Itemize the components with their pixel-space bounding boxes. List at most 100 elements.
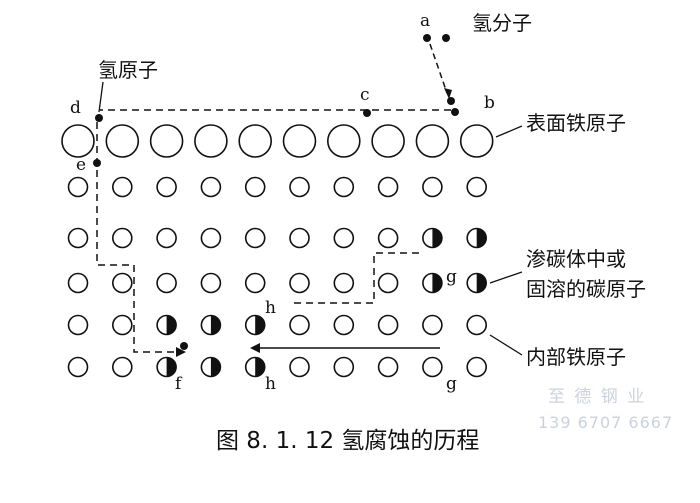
- inner-iron-atom: [422, 314, 443, 336]
- path-g-to-h-upper: [291, 252, 419, 304]
- inner-iron-atom: [333, 176, 355, 198]
- label-e: e: [76, 155, 86, 175]
- carbon-atom-fill: [432, 273, 442, 293]
- surface-iron-atom: [194, 124, 228, 158]
- inner-iron-atom: [466, 356, 488, 378]
- hydrogen-atom-f: [180, 342, 188, 350]
- hydrogen-atom-d: [95, 114, 103, 122]
- inner-iron-atom: [289, 272, 310, 294]
- watermark-company: 至 德 钢 业: [548, 387, 646, 407]
- label-h-lower: h: [265, 374, 276, 394]
- surface-iron-atom: [61, 124, 95, 158]
- carbon-atom-fill: [432, 228, 442, 248]
- inner-iron-atom: [422, 176, 443, 198]
- path-d-to-f: [96, 122, 178, 353]
- carbon-atom-fill: [476, 228, 487, 248]
- label-g-upper: g: [446, 267, 457, 287]
- inner-iron-atom: [289, 176, 310, 198]
- inner-iron-atom: [112, 227, 133, 249]
- inner-iron-atom: [466, 314, 488, 336]
- annotation-surface-iron: 表面铁原子: [526, 111, 626, 135]
- inner-iron-atom: [112, 176, 133, 198]
- annotation-carbon-line2: 固溶的碳原子: [526, 277, 646, 301]
- inner-iron-atom: [67, 176, 89, 198]
- surface-iron-atom: [371, 124, 405, 158]
- inner-iron-atom: [67, 272, 89, 294]
- hydrogen-molecule-atom-2: [442, 34, 450, 42]
- carbon-atom-fill: [166, 315, 177, 335]
- carbon-atom-fill: [476, 273, 487, 293]
- label-b: b: [484, 93, 495, 113]
- inner-iron-atom: [67, 356, 89, 378]
- path-a-to-b: [429, 43, 448, 94]
- inner-iron-atom: [377, 272, 399, 294]
- surface-iron-atom: [282, 124, 317, 158]
- carbon-atom-fill: [255, 315, 265, 335]
- inner-iron-atom: [112, 272, 133, 294]
- label-d: d: [70, 98, 81, 118]
- label-c: c: [360, 85, 370, 105]
- label-g-lower: g: [446, 374, 457, 394]
- inner-iron-atom: [67, 227, 89, 249]
- inner-iron-atom: [333, 356, 355, 378]
- inner-iron-atom: [289, 227, 310, 249]
- atom-lattice: [61, 124, 494, 378]
- inner-iron-atom: [333, 272, 355, 294]
- carbon-atom-fill: [210, 357, 221, 377]
- annotation-inner-iron: 内部铁原子: [526, 345, 626, 369]
- surface-iron-atom: [105, 124, 140, 158]
- inner-iron-atom: [422, 356, 443, 378]
- inner-iron-atom: [289, 314, 310, 336]
- pointer-carbon: [489, 271, 523, 284]
- figure-caption: 图 8. 1. 12 氢腐蚀的历程: [216, 428, 479, 454]
- carbon-atom-fill: [255, 357, 265, 377]
- inner-iron-atom: [377, 227, 399, 249]
- inner-iron-atom: [244, 227, 266, 249]
- carbon-atom-fill: [210, 315, 221, 335]
- inner-iron-atom: [244, 176, 266, 198]
- inner-iron-atom: [200, 227, 222, 249]
- inner-iron-atom: [112, 314, 133, 336]
- inner-iron-atom: [333, 227, 355, 249]
- hydrogen-molecule-atom-1: [423, 34, 431, 42]
- surface-iron-atom: [326, 124, 361, 158]
- inner-iron-atom: [200, 176, 222, 198]
- surface-iron-atom: [238, 124, 272, 158]
- surface-iron-atom: [149, 124, 184, 158]
- inner-iron-atom: [244, 272, 266, 294]
- label-f: f: [175, 374, 183, 394]
- label-a: a: [420, 11, 430, 31]
- surface-iron-atom: [415, 124, 450, 158]
- carbon-atom-fill: [166, 357, 177, 377]
- inner-iron-atom: [333, 314, 355, 336]
- pointer-inner-iron: [489, 334, 523, 356]
- pointer-surface-iron: [495, 125, 523, 138]
- watermark-phone: 139 6707 6667: [538, 413, 673, 432]
- surface-iron-atom: [459, 124, 494, 158]
- watermark: 至 德 钢 业 139 6707 6667: [538, 387, 673, 432]
- hydrogen-molecule: [423, 34, 450, 42]
- hydrogen-atom-b: [447, 97, 455, 105]
- inner-iron-atom: [377, 356, 399, 378]
- arrowhead-a-to-b: [444, 88, 452, 99]
- label-h-upper: h: [265, 298, 276, 318]
- arrowhead-to-f: [176, 347, 186, 357]
- inner-iron-atom: [67, 314, 89, 336]
- inner-iron-atom: [156, 272, 177, 294]
- hydrogen-atom-e: [93, 159, 101, 167]
- hydrogen-atom-c: [363, 109, 371, 117]
- pointer-hydrogen-atom: [98, 81, 104, 113]
- inner-iron-atom: [289, 356, 310, 378]
- inner-iron-atom: [466, 176, 488, 198]
- inner-iron-atom: [156, 176, 177, 198]
- inner-iron-atom: [112, 356, 133, 378]
- inner-iron-atom: [377, 314, 399, 336]
- annotation-hydrogen-atom: 氢原子: [98, 58, 158, 82]
- annotation-carbon-line1: 渗碳体中或: [526, 247, 626, 271]
- arrowhead-to-h-lower: [250, 343, 260, 353]
- inner-iron-atom: [377, 176, 399, 198]
- annotation-hydrogen-molecule: 氢分子: [472, 11, 532, 35]
- inner-iron-atom: [200, 272, 222, 294]
- hydrogen-atom-b2: [451, 108, 459, 116]
